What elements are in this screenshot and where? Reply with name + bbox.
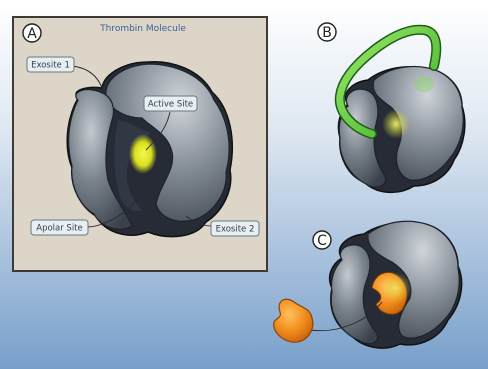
exosite1-label: Exosite 1 [31, 61, 70, 71]
molecule-c-active-site [380, 272, 412, 304]
active-site-label: Active Site [148, 100, 193, 110]
panel-c-letter: C [317, 233, 327, 249]
thrombin-molecule-c [330, 221, 462, 348]
panel-a: Exosite 1 Active Site Apolar Site Exosit… [13, 17, 267, 271]
molecule-b-active-site [382, 109, 410, 139]
apolar-site-label: Apolar Site [36, 224, 83, 234]
panel-a-letter: A [27, 26, 37, 42]
active-site-glow [129, 134, 157, 174]
exosite2-label: Exosite 2 [216, 225, 255, 235]
molecule-b-exosite-highlight [414, 76, 434, 92]
panel-b-letter: B [322, 25, 332, 41]
thrombin-molecule-a [67, 62, 232, 237]
panel-a-title: Thrombin Molecule [99, 24, 186, 34]
